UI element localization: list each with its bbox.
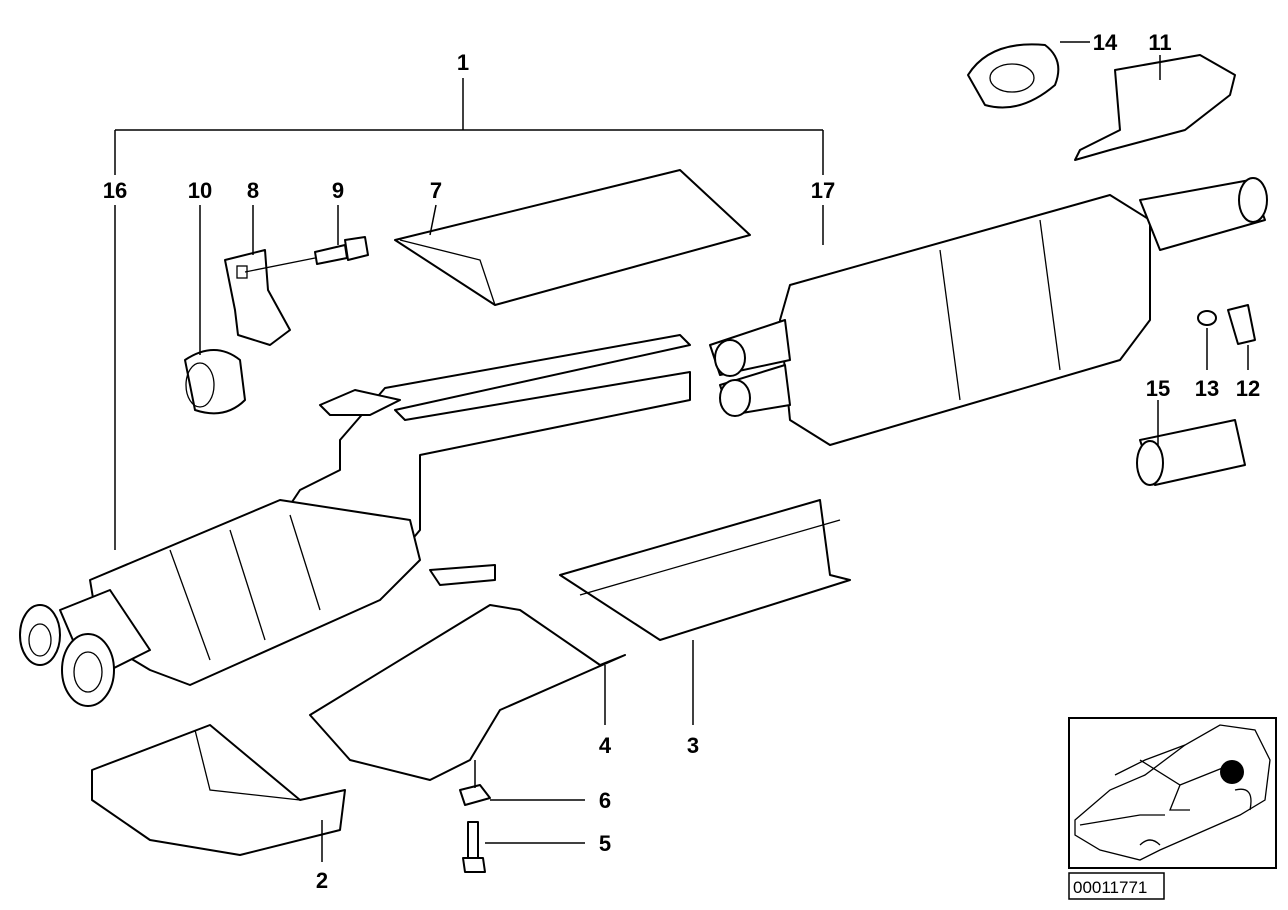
rubber-mount-part-10[interactable]: [184, 349, 246, 415]
bolt-part-9[interactable]: [244, 236, 369, 273]
callout-8: 8: [247, 178, 259, 203]
callout-15: 15: [1146, 376, 1170, 401]
callout-16: 16: [103, 178, 127, 203]
callout-9: 9: [332, 178, 344, 203]
seal-ring-part-13[interactable]: [1197, 310, 1217, 370]
heat-shield-part-7[interactable]: [394, 169, 751, 306]
heat-shield-part-4[interactable]: [309, 604, 626, 781]
callout-13: 13: [1195, 376, 1219, 401]
callout-1: 1: [457, 50, 469, 75]
tailpipe-trim-part-15[interactable]: [1136, 400, 1246, 486]
callout-11: 11: [1148, 30, 1171, 55]
callout-17: 17: [811, 178, 835, 203]
callout-3: 3: [687, 733, 699, 758]
heat-shield-part-2[interactable]: [91, 724, 346, 856]
clip-part-6[interactable]: [459, 760, 585, 806]
bracket-part-11[interactable]: [1074, 54, 1236, 161]
callout-4: 4: [599, 733, 612, 758]
location-marker: [1220, 760, 1244, 784]
leader-lines: [199, 204, 694, 862]
vehicle-location-inset: 00011771: [1068, 717, 1277, 900]
callout-6: 6: [599, 788, 611, 813]
front-silencer-part-16[interactable]: [19, 334, 691, 707]
callout-12: 12: [1236, 376, 1260, 401]
clamp-part-8[interactable]: [224, 249, 291, 346]
callout-2: 2: [316, 868, 328, 893]
gasket-part-14[interactable]: [967, 41, 1090, 109]
heat-shield-part-3[interactable]: [559, 499, 851, 641]
callout-7: 7: [430, 178, 442, 203]
callouts: 1 16 10 8 9 7 17 14 11 15 13 12 4 3 6 5 …: [103, 30, 1260, 893]
diagram-number: 00011771: [1073, 878, 1147, 897]
bolt-part-12[interactable]: [1227, 304, 1256, 370]
group-bracket: [114, 78, 824, 550]
callout-10: 10: [188, 178, 212, 203]
screw-part-5[interactable]: [462, 821, 585, 873]
callout-14: 14: [1093, 30, 1118, 55]
rear-silencer-part-17[interactable]: [709, 177, 1268, 446]
callout-5: 5: [599, 831, 611, 856]
